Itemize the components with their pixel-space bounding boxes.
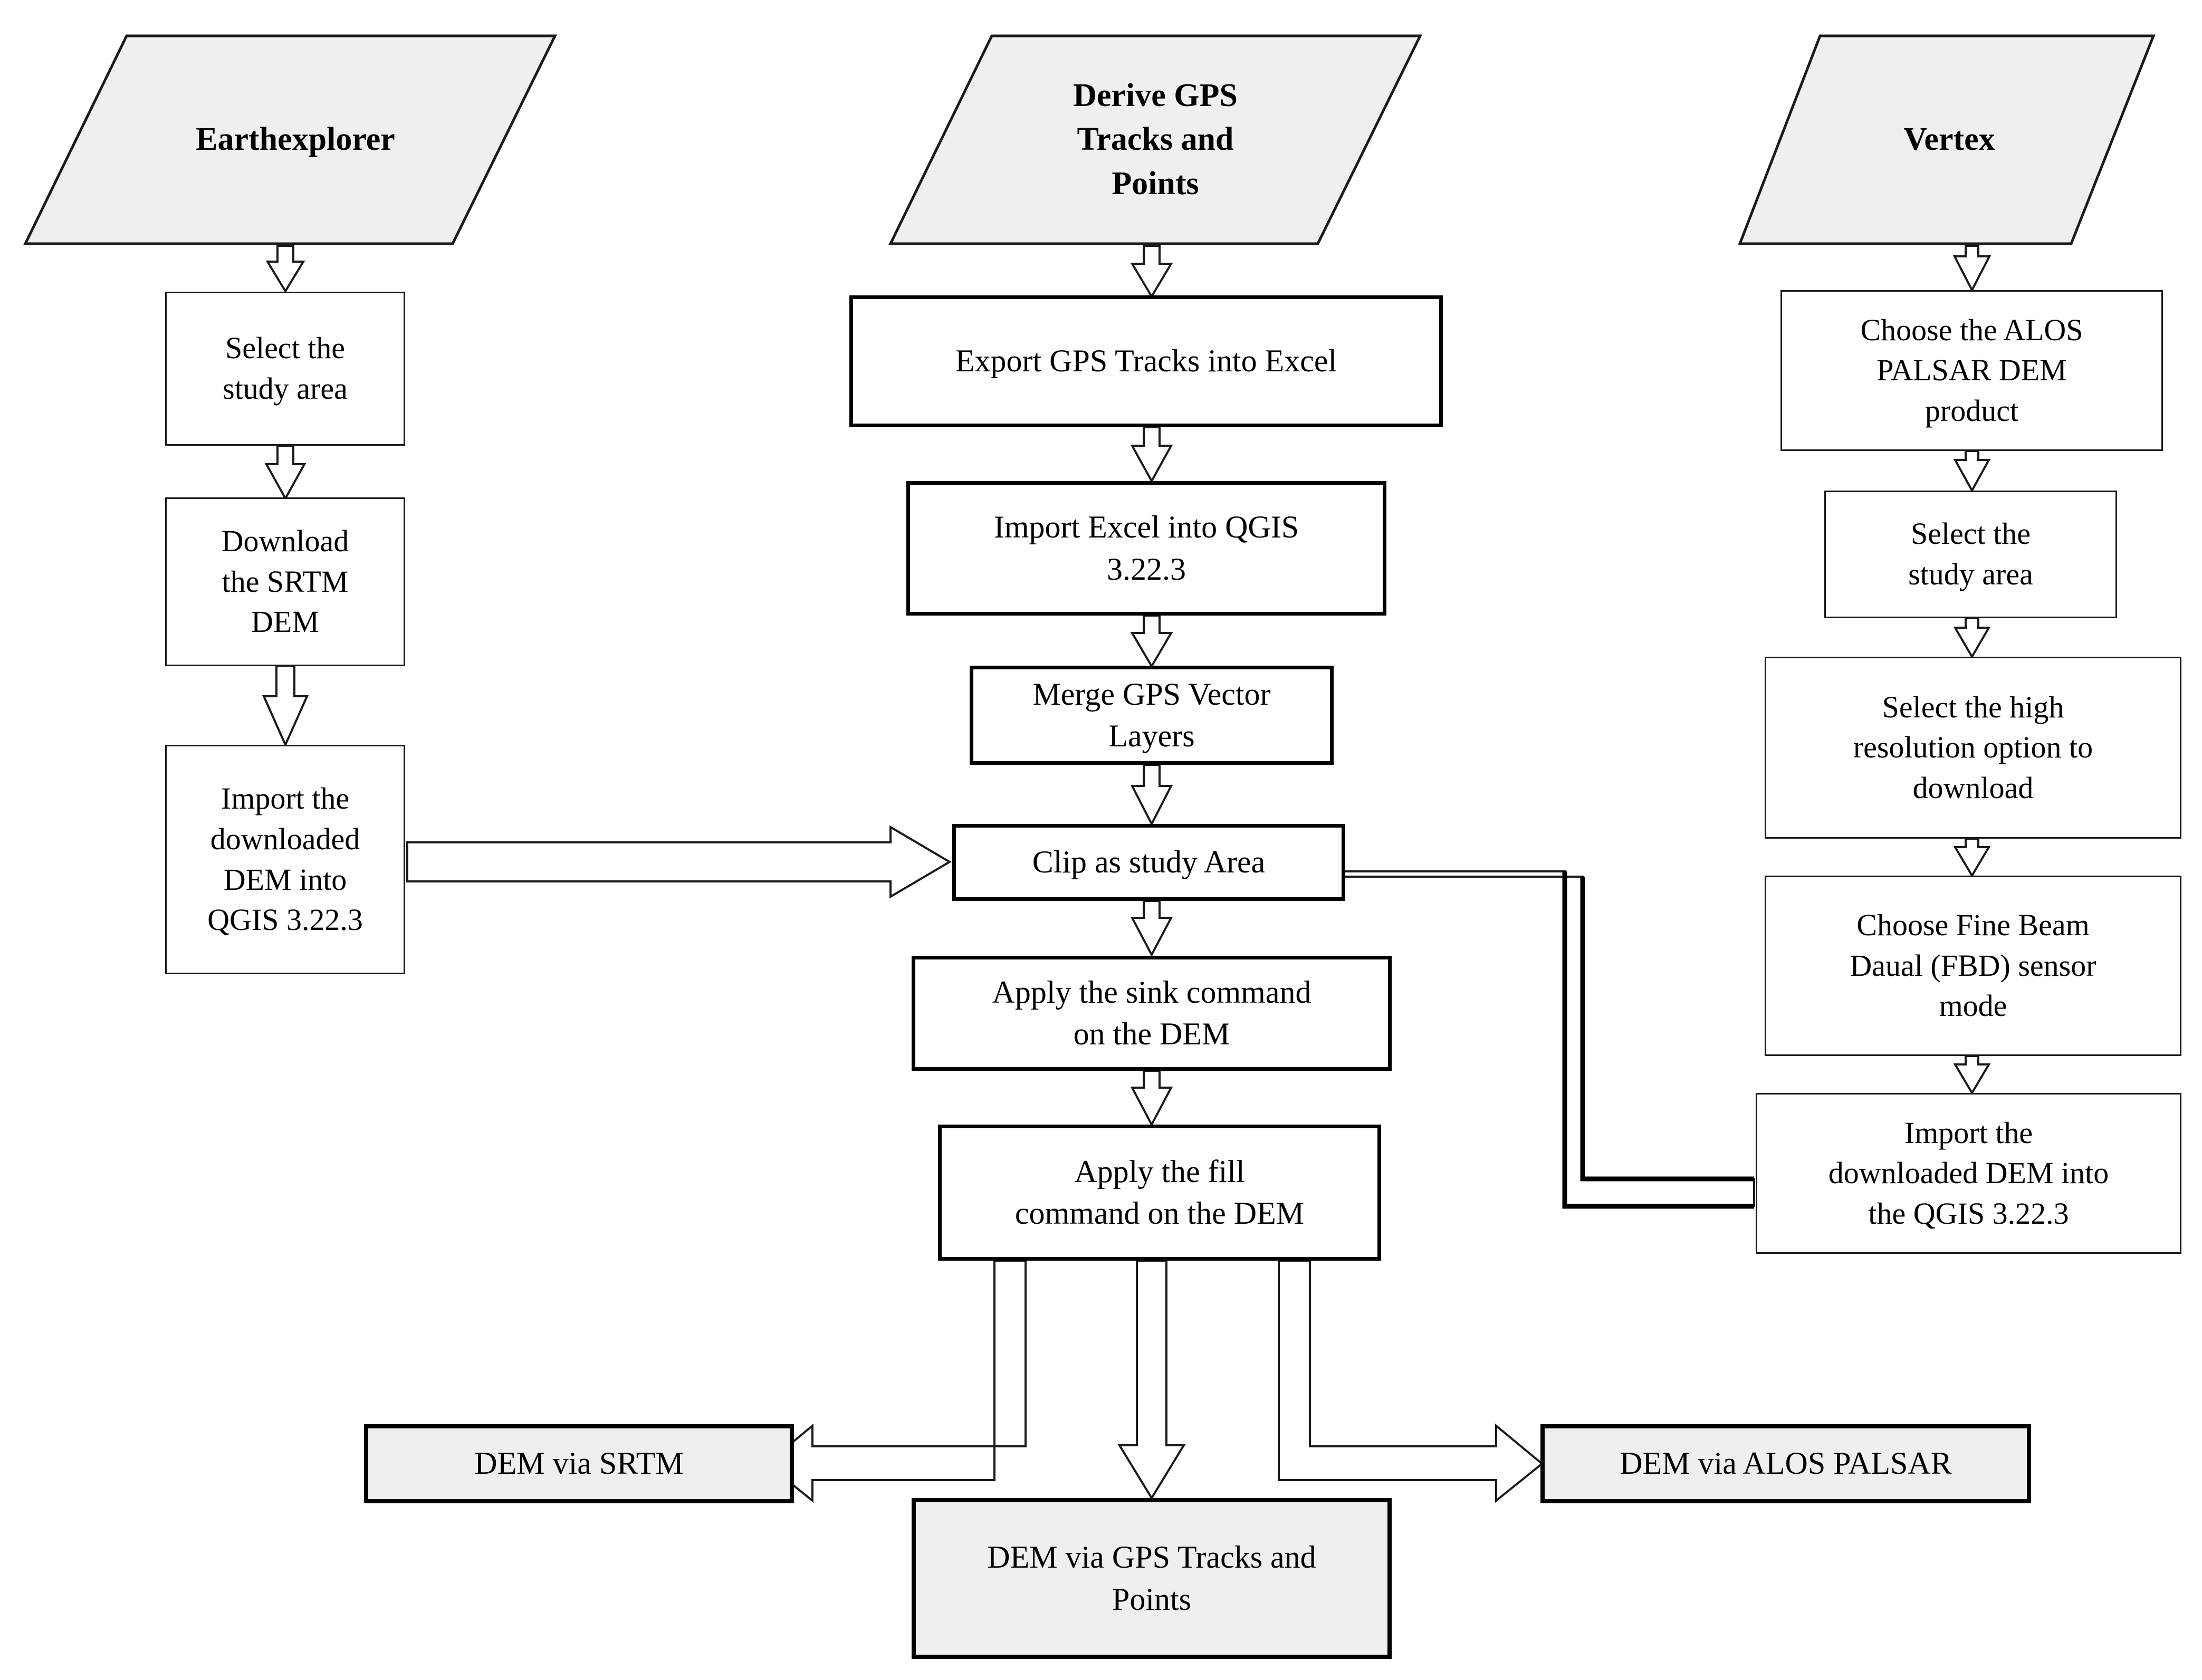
connector-fine-beam-to-import-dem <box>1953 1055 1991 1095</box>
connector-download-srtm-to-import-dem <box>262 665 309 747</box>
source-vertex-label: Vertex <box>1903 121 1995 158</box>
step-import-excel-qgis[interactable]: Import Excel into QGIS 3.22.3 <box>906 481 1386 616</box>
step-choose-fine-beam-daual[interactable]: Choose Fine Beam Daual (FBD) sensor mode <box>1765 876 2181 1056</box>
connector-clip-study-area-to-sink-command <box>1130 900 1173 957</box>
step-clip-as-study-area[interactable]: Clip as study Area <box>952 824 1345 901</box>
step-select-high-resolution[interactable]: Select the high resolution option to dow… <box>1765 657 2181 839</box>
step-export-gps-tracks-excel[interactable]: Export GPS Tracks into Excel <box>849 295 1443 427</box>
source-derive-gps-label: Derive GPS Tracks and Points <box>1073 78 1238 201</box>
connector-merge-layers-to-clip-study-area <box>1130 764 1173 827</box>
connector-choose-alos-product-to-select-study-area <box>1953 450 1991 493</box>
source-earthexplorer[interactable]: Earthexplorer <box>21 32 559 248</box>
step-apply-sink-command[interactable]: Apply the sink command on the DEM <box>912 956 1392 1071</box>
output-dem-via-alos-palsar[interactable]: DEM via ALOS PALSAR <box>1540 1424 2031 1503</box>
output-dem-via-srtm[interactable]: DEM via SRTM <box>364 1424 794 1503</box>
connector-export-gps-to-import-excel <box>1130 426 1173 484</box>
source-vertex[interactable]: Vertex <box>1736 32 2158 248</box>
step-select-study-area-left[interactable]: Select the study area <box>165 292 405 446</box>
step-merge-gps-vector-layers[interactable]: Merge GPS Vector Layers <box>970 666 1334 765</box>
step-download-srtm-dem[interactable]: Download the SRTM DEM <box>165 497 405 666</box>
step-select-study-area-right[interactable]: Select the study area <box>1824 491 2117 618</box>
output-dem-via-gps-tracks-points[interactable]: DEM via GPS Tracks and Points <box>912 1498 1392 1659</box>
connector-earthexplorer-to-select-study-area <box>265 245 305 293</box>
connector-select-study-area-to-high-resolution <box>1953 617 1991 659</box>
source-derive-gps[interactable]: Derive GPS Tracks and Points <box>886 32 1424 248</box>
connector-import-dem-to-clip-study-area <box>406 825 952 899</box>
connector-select-study-area-to-download-srtm <box>264 445 307 501</box>
step-import-dem-qgis-right[interactable]: Import the downloaded DEM into the QGIS … <box>1756 1093 2181 1254</box>
step-apply-fill-command[interactable]: Apply the fill command on the DEM <box>938 1125 1381 1261</box>
source-earthexplorer-label: Earthexplorer <box>196 121 395 158</box>
connector-vertex-to-choose-alos-product <box>1952 245 1992 293</box>
connector-import-excel-to-merge-layers <box>1130 615 1173 668</box>
step-import-dem-qgis-left[interactable]: Import the downloaded DEM into QGIS 3.22… <box>165 745 405 974</box>
step-choose-alos-palsar-product[interactable]: Choose the ALOS PALSAR DEM product <box>1780 290 2163 451</box>
connector-fill-command-to-dem-via-srtm <box>764 1260 1027 1503</box>
connector-fill-command-to-dem-via-gps <box>1117 1260 1186 1500</box>
connector-high-resolution-to-fine-beam <box>1953 838 1991 878</box>
connector-derive-gps-to-export-gps <box>1130 245 1173 299</box>
connector-sink-command-to-fill-command <box>1130 1070 1173 1127</box>
connector-fill-command-to-dem-via-alos-palsar <box>1278 1260 1544 1503</box>
